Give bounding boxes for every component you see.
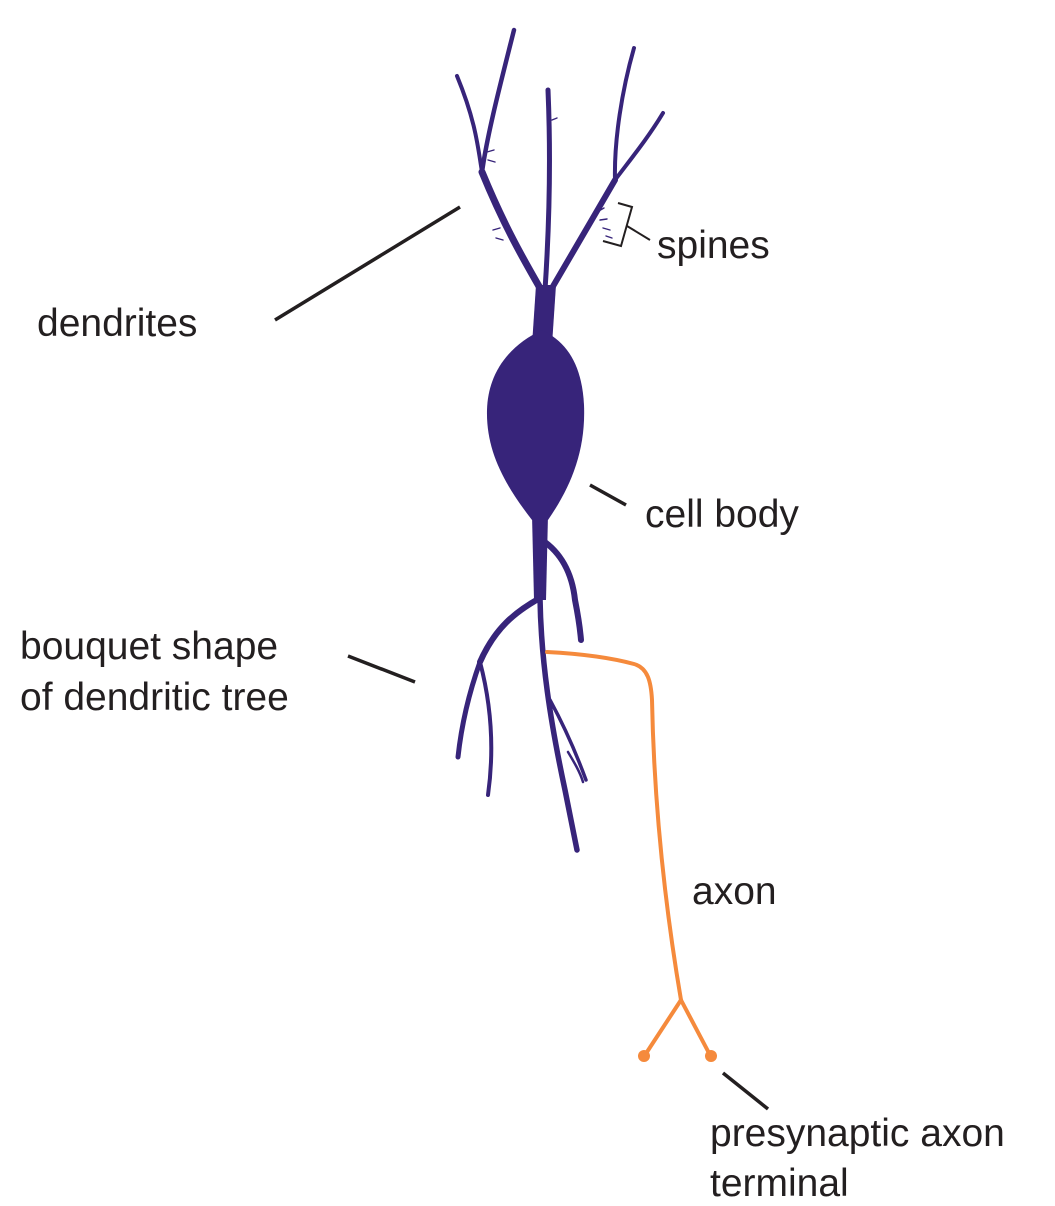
cell-body [487, 330, 584, 520]
label-bouquet-line2: of dendritic tree [20, 676, 289, 719]
label-bouquet-line1: bouquet shape [20, 625, 278, 668]
dendrite-basal-center [540, 598, 577, 850]
label-spines: spines [657, 224, 770, 267]
axon-terminal-right [705, 1050, 717, 1062]
axon-shaft [547, 652, 681, 1000]
dendrite-left-outer [457, 76, 482, 172]
label-cell-body: cell body [645, 493, 799, 536]
dendrite-basal-left [480, 598, 540, 662]
axon [547, 652, 717, 1062]
dendrite-basal-left-outer [458, 662, 480, 757]
label-axon: axon [692, 870, 777, 913]
dendrite-middle [545, 90, 549, 290]
label-dendrites: dendrites [37, 302, 197, 345]
leader-bouquet [348, 656, 415, 682]
leader-dendrites [275, 207, 460, 320]
leader-terminal [723, 1073, 768, 1109]
dendrite-basal-left-inner [480, 662, 491, 795]
dendrite-right-main [545, 180, 615, 300]
label-terminal-line1: presynaptic axon [710, 1112, 1005, 1155]
spines-bracket-leader [627, 226, 650, 240]
axon-branch-right [681, 1000, 710, 1055]
dendrite-left-inner [482, 30, 514, 172]
basal-dendrites [458, 515, 586, 850]
dendrite-left-main [482, 172, 544, 295]
dendrite-right-outer [615, 113, 663, 180]
axon-branch-left [645, 1000, 681, 1055]
neuron [457, 30, 663, 850]
spines-bracket [603, 203, 632, 246]
axon-terminal-left [638, 1050, 650, 1062]
leader-cell-body [590, 485, 626, 505]
dendrite-basal-right [542, 540, 581, 640]
leader-lines [275, 203, 768, 1109]
label-terminal-line2: terminal [710, 1162, 849, 1205]
apical-dendrites [457, 30, 663, 345]
basal-trunk [532, 515, 548, 600]
